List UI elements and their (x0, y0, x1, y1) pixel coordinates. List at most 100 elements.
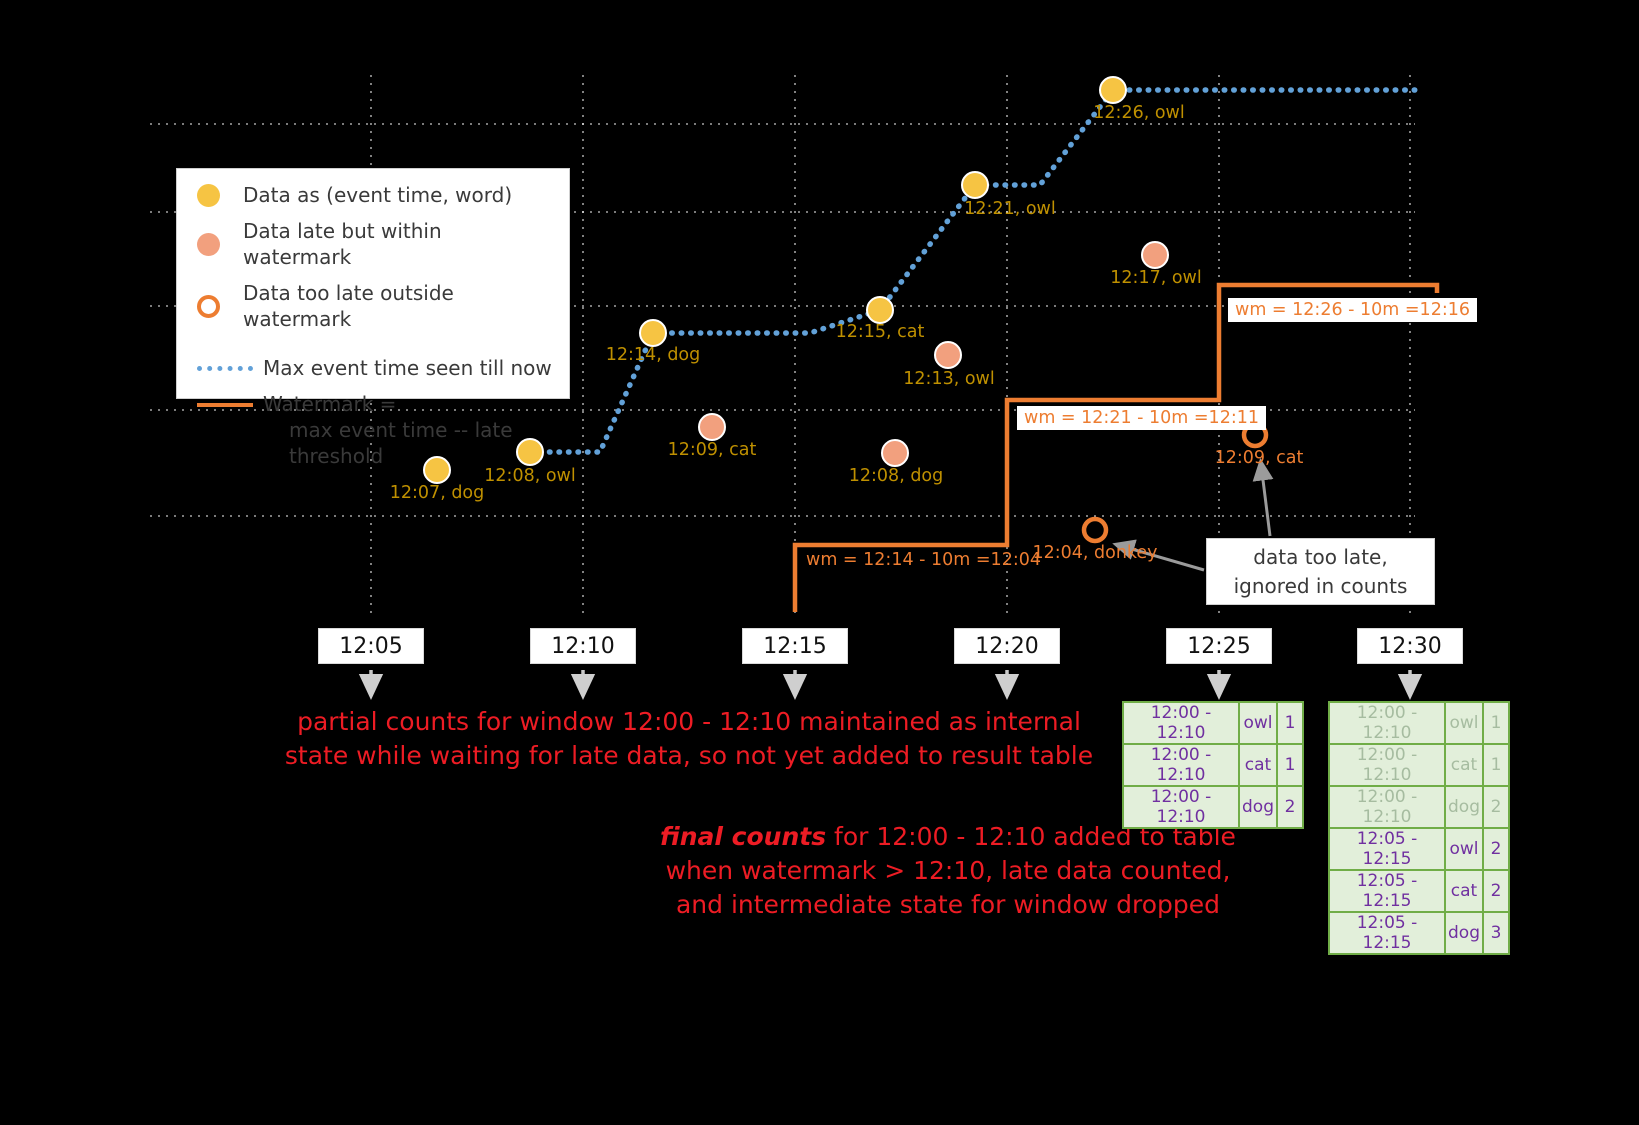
final-counts-lead: final counts (660, 822, 827, 851)
result-cell-count: 2 (1276, 785, 1304, 829)
legend-item-ontime: Data as (event time, word) (197, 182, 555, 208)
data-point-label: 12:21, owl (964, 199, 1056, 219)
time-tick-12-30: 12:30 (1357, 628, 1463, 664)
time-tick-12-25: 12:25 (1166, 628, 1272, 664)
result-cell-word: owl (1444, 701, 1484, 745)
legend-item-late: Data late but within watermark (197, 218, 555, 270)
result-cell-count: 3 (1482, 911, 1510, 955)
watermark-line-icon (197, 403, 253, 407)
legend-spacer (197, 342, 555, 355)
result-cell-count: 1 (1482, 743, 1510, 787)
data-point-ontime (516, 438, 544, 466)
result-cell-count: 1 (1482, 701, 1510, 745)
legend-label: Max event time seen till now (263, 356, 552, 380)
data-point-ontime (423, 456, 451, 484)
data-point-label: 12:14, dog (605, 345, 701, 365)
legend: Data as (event time, word) Data late but… (176, 168, 570, 468)
too-late-note-line2: ignored in counts (1233, 573, 1408, 598)
result-cell-word: dog (1444, 785, 1484, 829)
data-point-late (698, 413, 726, 441)
result-cell-word: dog (1238, 785, 1278, 829)
legend-label: Data too late outside watermark (243, 281, 454, 331)
partial-note-line2: state while waiting for late data, so no… (284, 741, 1094, 770)
data-point-label: 12:15, cat (835, 322, 925, 342)
data-point-label: 12:26, owl (1093, 103, 1185, 123)
result-cell-count: 1 (1276, 701, 1304, 745)
data-point-late (881, 439, 909, 467)
data-point-label: 12:17, owl (1110, 268, 1202, 288)
result-cell-window: 12:05 - 12:15 (1328, 827, 1446, 871)
data-point-ontime (1099, 76, 1127, 104)
data-point-toolate (1081, 516, 1109, 544)
final-counts-note: final counts for 12:00 - 12:10 added to … (660, 820, 1236, 922)
pointer-arrow-icon (1252, 458, 1274, 537)
legend-label: Watermark = max event time -- late thres… (263, 391, 555, 469)
time-tick-12-20: 12:20 (954, 628, 1060, 664)
watermark-value-label: wm = 12:26 - 10m =12:16 (1228, 298, 1477, 322)
time-tick-12-15: 12:15 (742, 628, 848, 664)
time-tick-12-05: 12:05 (318, 628, 424, 664)
data-point-ontime (961, 171, 989, 199)
legend-label-line1: Watermark = (263, 392, 397, 416)
legend-item-watermark-line: Watermark = max event time -- late thres… (197, 391, 555, 469)
legend-label-line2: max event time -- late threshold (289, 418, 513, 468)
legend-item-max-event-line: Max event time seen till now (197, 355, 555, 381)
pointer-arrow-icon (1112, 539, 1205, 572)
result-cell-word: owl (1444, 827, 1484, 871)
result-cell-word: dog (1444, 911, 1484, 955)
legend-item-toolate: Data too late outside watermark (197, 280, 555, 332)
data-point-label: 12:09, cat (667, 440, 757, 460)
time-tick-12-10: 12:10 (530, 628, 636, 664)
late-dot-icon (197, 232, 220, 256)
result-cell-word: owl (1238, 701, 1278, 745)
result-cell-word: cat (1444, 743, 1484, 787)
final-note-line3: and intermediate state for window droppe… (675, 890, 1221, 919)
result-cell-count: 2 (1482, 869, 1510, 913)
result-cell-window: 12:00 - 12:10 (1328, 743, 1446, 787)
max-event-time-line (537, 87, 1423, 455)
result-cell-window: 12:00 - 12:10 (1328, 785, 1446, 829)
data-point-late (1141, 241, 1169, 269)
result-cell-window: 12:00 - 12:10 (1328, 701, 1446, 745)
result-cell-window: 12:00 - 12:10 (1122, 785, 1240, 829)
watermark-value-label: wm = 12:21 - 10m =12:11 (1017, 406, 1266, 430)
toolate-circle-icon (197, 294, 220, 318)
result-cell-count: 2 (1482, 785, 1510, 829)
result-cell-word: cat (1444, 869, 1484, 913)
data-point-label: 12:04, donkey (1032, 543, 1158, 563)
result-cell-count: 1 (1276, 743, 1304, 787)
too-late-note-line1: data too late, (1253, 544, 1388, 569)
ontime-dot-icon (197, 183, 220, 207)
too-late-note: data too late, ignored in counts (1206, 538, 1435, 605)
data-point-label: 12:08, owl (484, 466, 576, 486)
data-point-late (934, 341, 962, 369)
result-cell-window: 12:00 - 12:10 (1122, 743, 1240, 787)
legend-label: Data as (event time, word) (243, 183, 513, 207)
watermark-value-label: wm = 12:14 - 10m =12:04 (806, 550, 1041, 570)
result-cell-window: 12:05 - 12:15 (1328, 869, 1446, 913)
max-event-line-icon (197, 365, 253, 371)
data-point-ontime (639, 319, 667, 347)
data-point-label: 12:13, owl (903, 369, 995, 389)
partial-counts-note: partial counts for window 12:00 - 12:10 … (285, 705, 1093, 773)
result-cell-window: 12:00 - 12:10 (1122, 701, 1240, 745)
partial-note-line1: partial counts for window 12:00 - 12:10 … (297, 707, 1081, 736)
result-cell-window: 12:05 - 12:15 (1328, 911, 1446, 955)
data-point-label: 12:09, cat (1214, 448, 1304, 468)
result-cell-word: cat (1238, 743, 1278, 787)
data-point-label: 12:08, dog (848, 466, 944, 486)
data-point-ontime (866, 296, 894, 324)
